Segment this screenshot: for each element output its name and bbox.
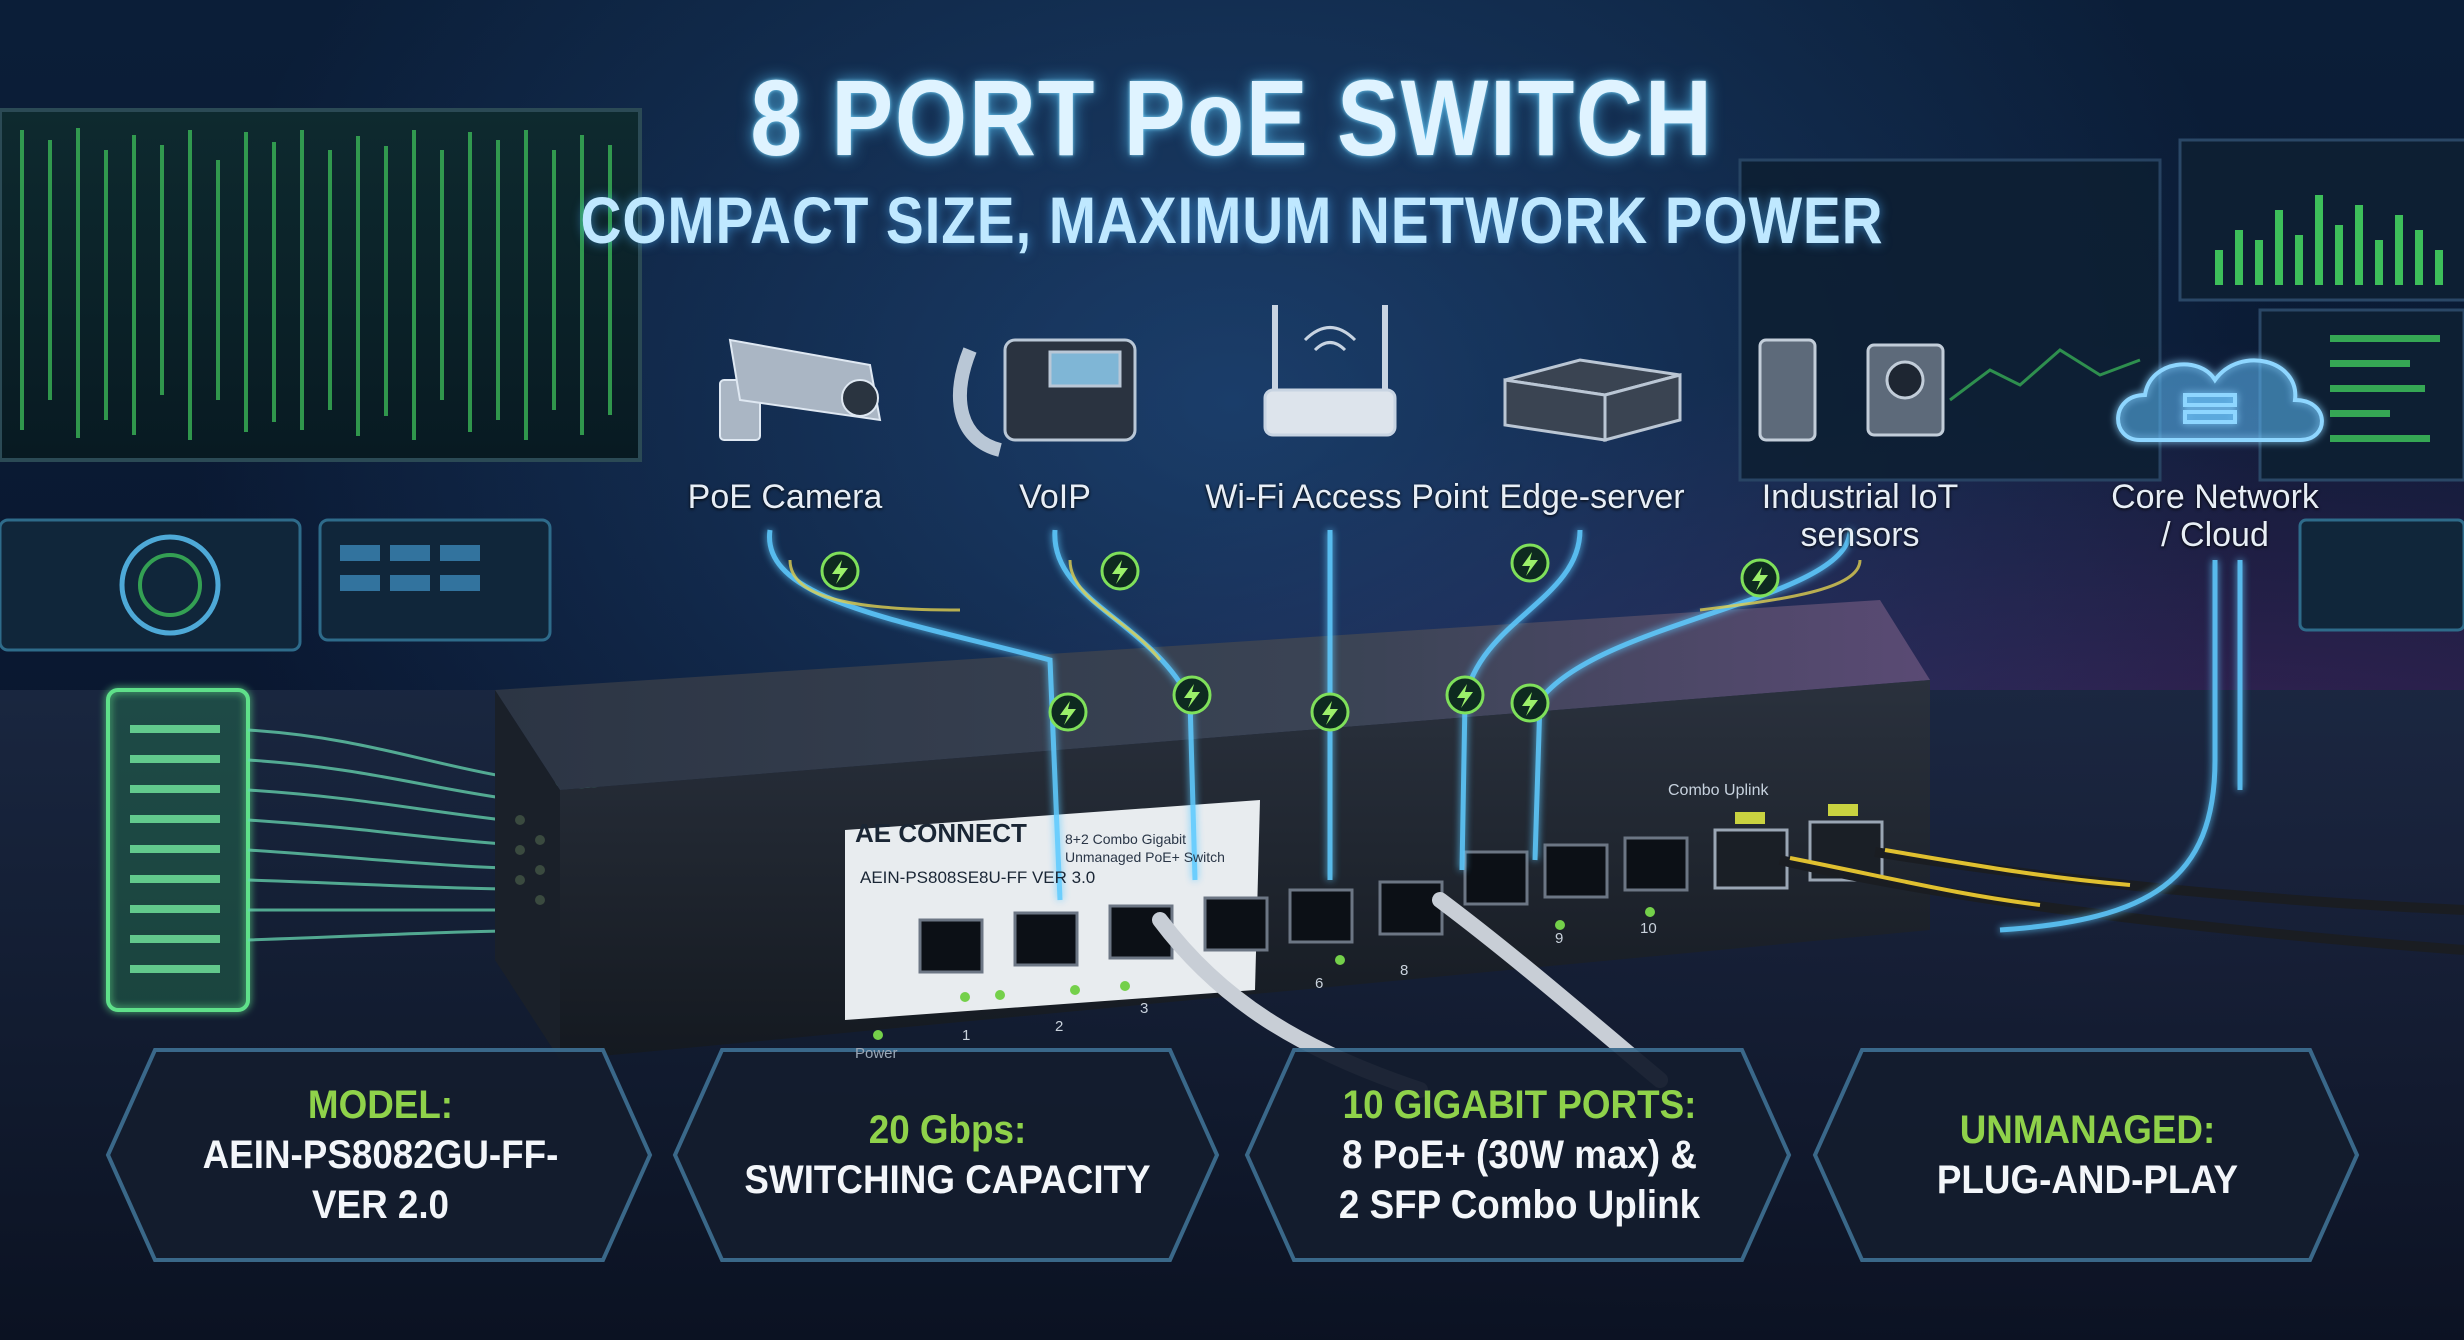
feature-model-body-line2: VER 2.0 bbox=[311, 1183, 450, 1227]
switch-brand-label: AE CONNECT bbox=[855, 818, 1027, 848]
switch-description: 8+2 Combo Gigabit Unmanaged PoE+ Switch bbox=[1065, 830, 1225, 866]
voip-phone-icon bbox=[953, 338, 1137, 457]
feature-ports-head: 10 GIGABIT PORTS: bbox=[1342, 1083, 1697, 1127]
port-number: 3 bbox=[1140, 1000, 1149, 1017]
port-number: 8 bbox=[1400, 962, 1409, 979]
power-label: Power bbox=[855, 1045, 898, 1062]
device-label-voip: VoIP bbox=[1019, 478, 1091, 516]
combo-uplink-label: Combo Uplink bbox=[1668, 782, 1769, 799]
feature-gigabit-ports: 10 GIGABIT PORTS: 8 PoE+ (30W max) & 2 S… bbox=[1247, 1040, 1792, 1270]
switch-desc-line1: 8+2 Combo Gigabit bbox=[1065, 831, 1187, 847]
device-label-wifi-ap: Wi-Fi Access Point bbox=[1205, 478, 1489, 516]
iot-sensor-icon bbox=[1758, 338, 1945, 442]
feature-ports-body-line2: 2 SFP Combo Uplink bbox=[1338, 1183, 1701, 1227]
device-label-iot-line1: Industrial IoT bbox=[1761, 478, 1959, 516]
device-label-cloud-line2: / Cloud bbox=[2161, 516, 2269, 554]
device-label-poe-camera: PoE Camera bbox=[687, 478, 883, 516]
feature-model: MODEL: AEIN-PS8082GU-FF- VER 2.0 bbox=[108, 1040, 653, 1270]
feature-switching-capacity: 20 Gbps: SWITCHING CAPACITY bbox=[675, 1040, 1220, 1270]
wifi-access-point-icon bbox=[1263, 305, 1397, 437]
feature-unmanaged-body: PLUG-AND-PLAY bbox=[1936, 1158, 2239, 1202]
device-label-cloud-line1: Core Network bbox=[2111, 478, 2319, 516]
device-label-edge-server: Edge-server bbox=[1499, 478, 1685, 516]
device-label-iot-sensors: Industrial IoT sensors bbox=[1730, 478, 1990, 554]
cloud-icon bbox=[2116, 358, 2324, 442]
feature-capacity-body: SWITCHING CAPACITY bbox=[744, 1158, 1151, 1202]
port-number: 1 bbox=[962, 1027, 971, 1044]
feature-unmanaged: UNMANAGED: PLUG-AND-PLAY bbox=[1815, 1040, 2360, 1270]
feature-model-head: MODEL: bbox=[307, 1083, 454, 1127]
device-label-iot-line2: sensors bbox=[1800, 516, 1920, 554]
security-camera-icon bbox=[719, 338, 882, 441]
feature-model-body-line1: AEIN-PS8082GU-FF- bbox=[202, 1133, 559, 1177]
port-number: 6 bbox=[1315, 975, 1324, 992]
port-number: 2 bbox=[1055, 1018, 1064, 1035]
feature-capacity-head: 20 Gbps: bbox=[868, 1108, 1027, 1152]
page-title: 8 PORT PoE SWITCH bbox=[750, 57, 1714, 178]
feature-unmanaged-head: UNMANAGED: bbox=[1959, 1108, 2216, 1152]
page-subtitle: COMPACT SIZE, MAXIMUM NETWORK POWER bbox=[580, 183, 1884, 257]
port-number: 10 bbox=[1640, 920, 1657, 937]
feature-ports-body-line1: 8 PoE+ (30W max) & bbox=[1342, 1133, 1697, 1177]
switch-model-label: AEIN-PS808SE8U-FF VER 3.0 bbox=[860, 868, 1096, 887]
edge-server-icon bbox=[1503, 358, 1682, 442]
device-label-cloud: Core Network / Cloud bbox=[2085, 478, 2345, 554]
switch-desc-line2: Unmanaged PoE+ Switch bbox=[1065, 849, 1225, 865]
port-number: 9 bbox=[1555, 930, 1564, 947]
